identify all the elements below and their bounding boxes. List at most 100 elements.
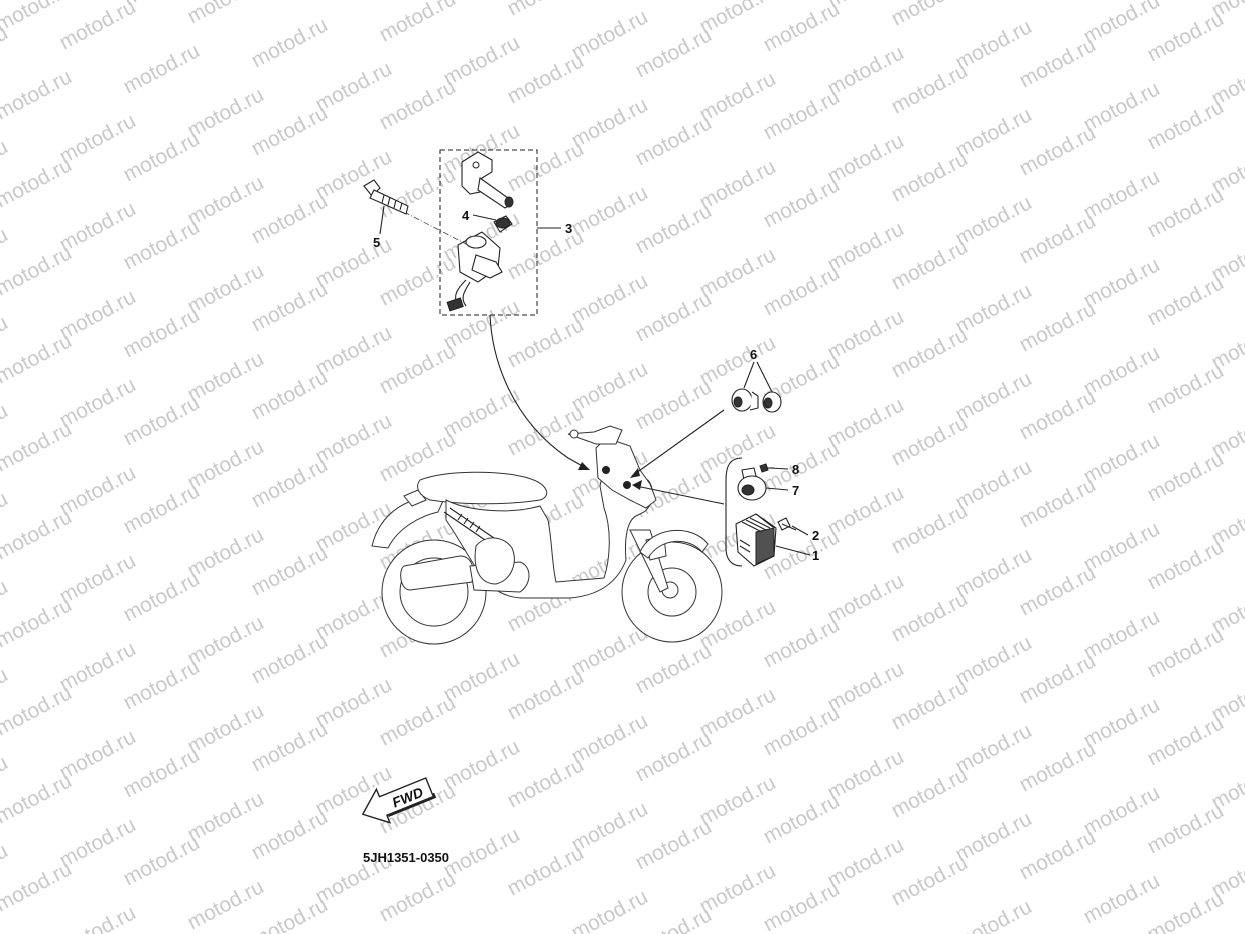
watermark-text: motod.ru [504,0,588,20]
switch-cap-icon[interactable] [731,388,782,413]
callout-leaders [379,205,811,556]
bolt-axis-line [403,211,471,247]
watermark-text: motod.ru [248,717,332,776]
callout-1: 1 [812,548,819,563]
watermark-text: motod.ru [1016,385,1100,444]
watermark-text: motod.ru [1144,7,1228,66]
watermark-text: motod.ru [248,365,332,424]
watermark-text: motod.ru [312,321,396,380]
watermark-text: motod.ru [696,683,780,742]
watermark-text: motod.ru [632,287,716,346]
watermark-text: motod.ru [312,57,396,116]
watermark-text: motod.ru [248,101,332,160]
watermark-text: motod.ru [0,417,76,476]
watermark-text: motod.ru [824,41,908,100]
watermark-text: motod.ru [120,39,204,98]
watermark-text: motod.ru [632,639,716,698]
watermark-text: motod.ru [184,523,268,582]
watermark-text: motod.ru [568,181,652,240]
install-location-arrows [489,314,725,505]
watermark-text: motod.ru [1080,253,1164,312]
watermark-text: motod.ru [568,269,652,328]
lock-bracket-icon [461,151,514,209]
watermark-text: motod.ru [568,709,652,768]
watermark-text: motod.ru [120,831,204,890]
watermark-text: motod.ru [760,85,844,144]
watermark-text: motod.ru [952,279,1036,338]
watermark-text: motod.ru [952,15,1036,74]
watermark-text: motod.ru [184,0,268,28]
watermark-text: motod.ru [632,23,716,82]
watermark-text: motod.ru [184,347,268,406]
bolt-icon[interactable] [363,179,409,215]
watermark-text: motod.ru [120,391,204,450]
horn-icon[interactable] [737,467,767,501]
watermark-text: motod.ru [1016,649,1100,708]
watermark-text: motod.ru [824,657,908,716]
watermark-text: motod.ru [248,277,332,336]
forward-direction-arrow: FWD [361,777,437,824]
watermark-text: motod.ru [1144,887,1228,934]
watermark-text: motod.ru [248,805,332,864]
watermark-text: motod.ru [1144,799,1228,858]
watermark-text: motod.ru [888,323,972,382]
watermark-text: motod.ru [312,409,396,468]
watermark-text: motod.ru [1016,473,1100,532]
watermark-text: motod.ru [312,233,396,292]
callout-7: 7 [792,483,799,498]
watermark-text: motod.ru [56,637,140,696]
watermark-text: motod.ru [440,31,524,90]
watermark-text: motod.ru [952,543,1036,602]
watermark-text: motod.ru [1144,271,1228,330]
watermark-text: motod.ru [696,67,780,126]
watermark-text: motod.ru [120,127,204,186]
watermark-text: motod.ru [0,153,76,212]
bolt-small-icon[interactable] [777,517,797,531]
watermark-text: motod.ru [568,885,652,934]
watermark-text: motod.ru [1080,165,1164,224]
diagram-code: 5JH1351-0350 [363,850,449,865]
watermark-text: motod.ru [1016,825,1100,884]
watermark-text: motod.ru [1144,711,1228,770]
watermark-text: motod.ru [504,137,588,196]
watermark-text: motod.ru [888,235,972,294]
watermark-text: motod.ru [440,823,524,882]
watermark-text: motod.ru [1016,297,1100,356]
watermark-text: motod.ru [376,691,460,750]
watermark-text: motod.ru [888,59,972,118]
watermark-text: motod.ru [824,569,908,628]
watermark-text: motod.ru [504,841,588,900]
watermark-text: motod.ru [376,0,460,46]
watermark-text: motod.ru [504,313,588,372]
ignition-switch-assembly[interactable] [403,149,538,316]
watermark-text: motod.ru [568,357,652,416]
watermark-text: motod.ru [376,163,460,222]
watermark-text: motod.ru [184,171,268,230]
rectifier-regulator-icon[interactable] [735,513,777,567]
watermark-text: motod.ru [952,103,1036,162]
watermark-text: motod.ru [56,901,140,934]
callout-3: 3 [565,221,572,236]
callout-2: 2 [812,528,819,543]
watermark-text: motod.ru [0,505,76,564]
assembly-dashed-box [439,149,538,316]
watermark-text: motod.ru [1080,781,1164,840]
watermark-text: motod.ru [56,549,140,608]
screw-icon[interactable] [759,463,774,473]
watermark-text: motod.ru [1144,183,1228,242]
watermark-text: motod.ru [0,65,76,124]
watermark-text: motod.ru [1144,623,1228,682]
watermark-text: motod.ru [760,437,844,496]
watermark-text: motod.ru [1016,0,1100,4]
watermark-text: motod.ru [376,867,460,926]
main-switch-icon [446,231,503,312]
watermark-text: motod.ru [120,303,204,362]
watermark-text: motod.ru [952,719,1036,778]
watermark-text: motod.ru [56,109,140,168]
watermark-text: motod.ru [1016,737,1100,796]
watermark-text: motod.ru [952,895,1036,934]
watermark-text: motod.ru [824,833,908,892]
watermark-text: motod.ru [120,479,204,538]
watermark-text: motod.ru [1016,33,1100,92]
